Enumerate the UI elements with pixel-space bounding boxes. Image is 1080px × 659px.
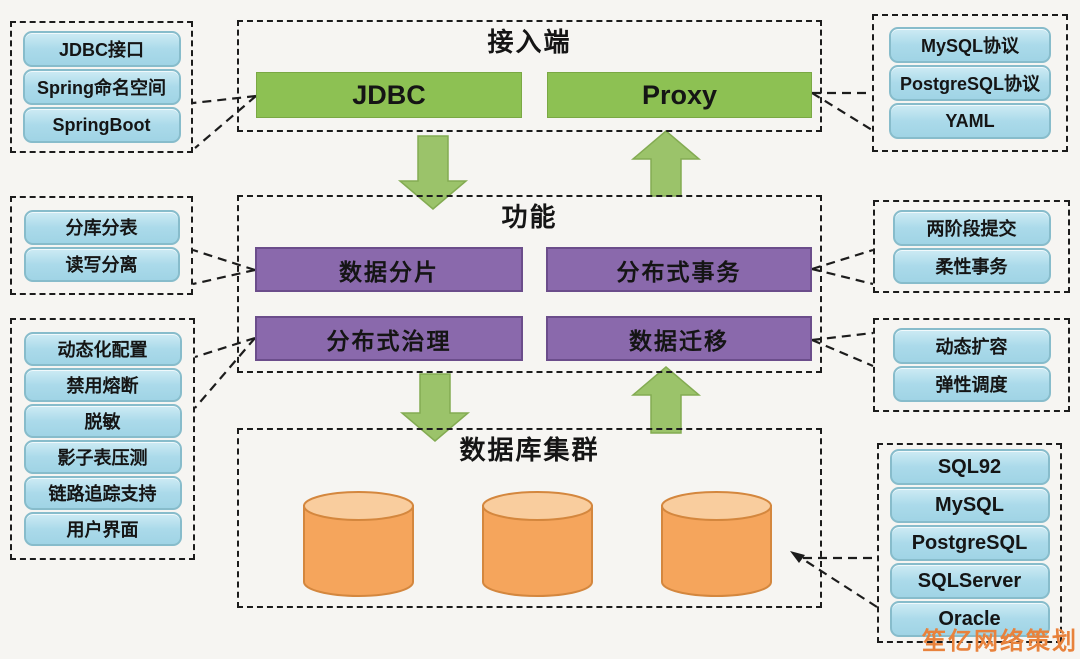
pill-postgresql: PostgreSQL (889, 525, 1050, 561)
data-migration-box: 数据迁移 (546, 316, 812, 361)
database-cylinder-icon (481, 490, 594, 598)
pill-oracle: Oracle (889, 601, 1050, 637)
features-group: 功能 (237, 195, 822, 373)
arrow-up-icon (630, 130, 702, 197)
pill-postgresql-protocol: PostgreSQL协议 (889, 65, 1051, 101)
database-cylinder-icon (302, 490, 415, 598)
client-adapters-group: JDBC接口 Spring命名空间 SpringBoot (10, 21, 193, 153)
pill-sqlserver: SQLServer (889, 563, 1050, 599)
pill-dynamic-config: 动态化配置 (23, 332, 182, 366)
pill-disable-circuit-break: 禁用熔断 (23, 368, 182, 402)
features-title: 功能 (501, 202, 558, 232)
watermark-text: 笙亿网络策划 (922, 628, 1078, 655)
pill-springboot: SpringBoot (22, 107, 181, 143)
access-layer-group: 接入端 (237, 20, 822, 132)
pill-jdbc-interface: JDBC接口 (22, 31, 181, 67)
access-layer-title: 接入端 (487, 27, 572, 57)
pill-data-masking: 脱敏 (23, 404, 182, 438)
protocols-group: MySQL协议 PostgreSQL协议 YAML (872, 14, 1068, 152)
pill-read-write-split: 读写分离 (23, 246, 180, 282)
sql-dialects-group: SQL92 MySQL PostgreSQL SQLServer Oracle (877, 443, 1062, 643)
pill-tracing-support: 链路追踪支持 (23, 476, 182, 510)
jdbc-box: JDBC (256, 72, 522, 118)
pill-shadow-table-test: 影子表压测 (23, 440, 182, 474)
arrow-up-icon (630, 366, 702, 434)
database-cluster-group: 数据库集群 (237, 428, 822, 608)
pill-db-table-sharding: 分库分表 (23, 209, 180, 245)
pill-user-interface: 用户界面 (23, 512, 182, 546)
proxy-box: Proxy (547, 72, 812, 118)
pill-flexible-transaction: 柔性事务 (892, 247, 1051, 284)
distributed-transaction-box: 分布式事务 (546, 247, 812, 292)
pill-mysql: MySQL (889, 487, 1050, 523)
pill-dynamic-scaling: 动态扩容 (892, 328, 1051, 364)
distributed-governance-box: 分布式治理 (255, 316, 523, 361)
pill-elastic-scheduling: 弹性调度 (892, 366, 1051, 402)
database-cluster-title: 数据库集群 (459, 435, 600, 465)
pill-two-phase-commit: 两阶段提交 (892, 209, 1051, 246)
transaction-types-group: 两阶段提交 柔性事务 (873, 200, 1070, 293)
pill-yaml: YAML (889, 103, 1051, 139)
sharding-modes-group: 分库分表 读写分离 (10, 196, 193, 295)
governance-items-group: 动态化配置 禁用熔断 脱敏 影子表压测 链路追踪支持 用户界面 (10, 318, 195, 560)
pill-mysql-protocol: MySQL协议 (889, 27, 1051, 63)
scaling-items-group: 动态扩容 弹性调度 (873, 318, 1070, 412)
pill-sql92: SQL92 (889, 449, 1050, 485)
database-cylinder-icon (660, 490, 773, 598)
pill-spring-namespace: Spring命名空间 (22, 69, 181, 105)
data-sharding-box: 数据分片 (255, 247, 523, 292)
